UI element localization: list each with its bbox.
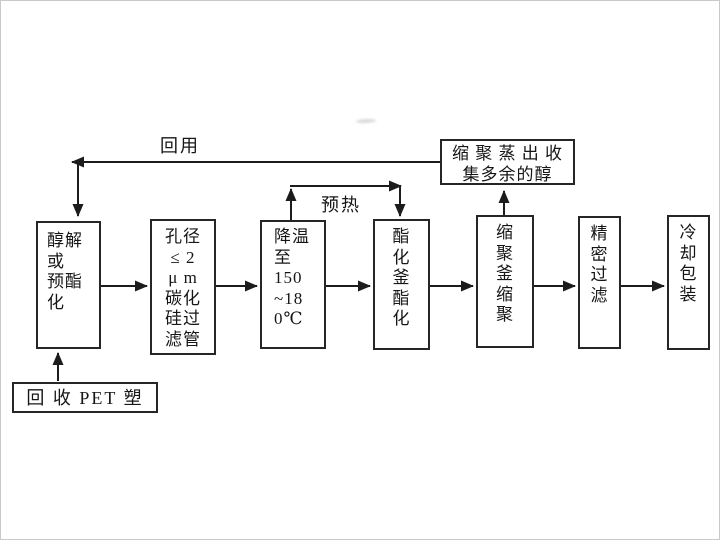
scan-artifact <box>355 118 377 124</box>
box-recycled-pet: 回 收 PET 塑 <box>12 382 158 413</box>
box-filter-tube: 孔径 ≤ 2 μ m 碳化 硅过 滤管 <box>150 219 216 355</box>
box-esterification-text: 酯 化 釜 酯 化 <box>392 227 411 328</box>
box-filter-tube-text: 孔径 ≤ 2 μ m 碳化 硅过 滤管 <box>165 227 201 349</box>
box-alcoholysis: 醇解 或 预酯 化 <box>36 221 101 349</box>
label-reuse: 回用 <box>160 136 200 156</box>
box-cool-down-text: 降温 至 150 ~18 0℃ <box>274 227 310 328</box>
box-alcohol-recovery-text: 缩 聚 蒸 出 收 集多余的醇 <box>452 144 563 184</box>
box-fine-filtration-text: 精 密 过 滤 <box>590 224 609 305</box>
box-polycondensation-text: 缩 聚 釜 缩 聚 <box>496 223 514 324</box>
box-alcoholysis-text: 醇解 或 预酯 化 <box>47 231 83 312</box>
box-cooling-packaging-text: 冷 却 包 装 <box>679 223 698 304</box>
box-cooling-packaging: 冷 却 包 装 <box>667 215 710 350</box>
label-preheat: 预热 <box>321 195 361 215</box>
box-cool-down: 降温 至 150 ~18 0℃ <box>260 220 326 349</box>
box-alcohol-recovery: 缩 聚 蒸 出 收 集多余的醇 <box>440 139 575 185</box>
box-fine-filtration: 精 密 过 滤 <box>578 216 621 349</box>
box-recycled-pet-text: 回 收 PET 塑 <box>26 387 144 408</box>
box-polycondensation: 缩 聚 釜 缩 聚 <box>476 215 534 348</box>
box-esterification: 酯 化 釜 酯 化 <box>373 219 430 350</box>
